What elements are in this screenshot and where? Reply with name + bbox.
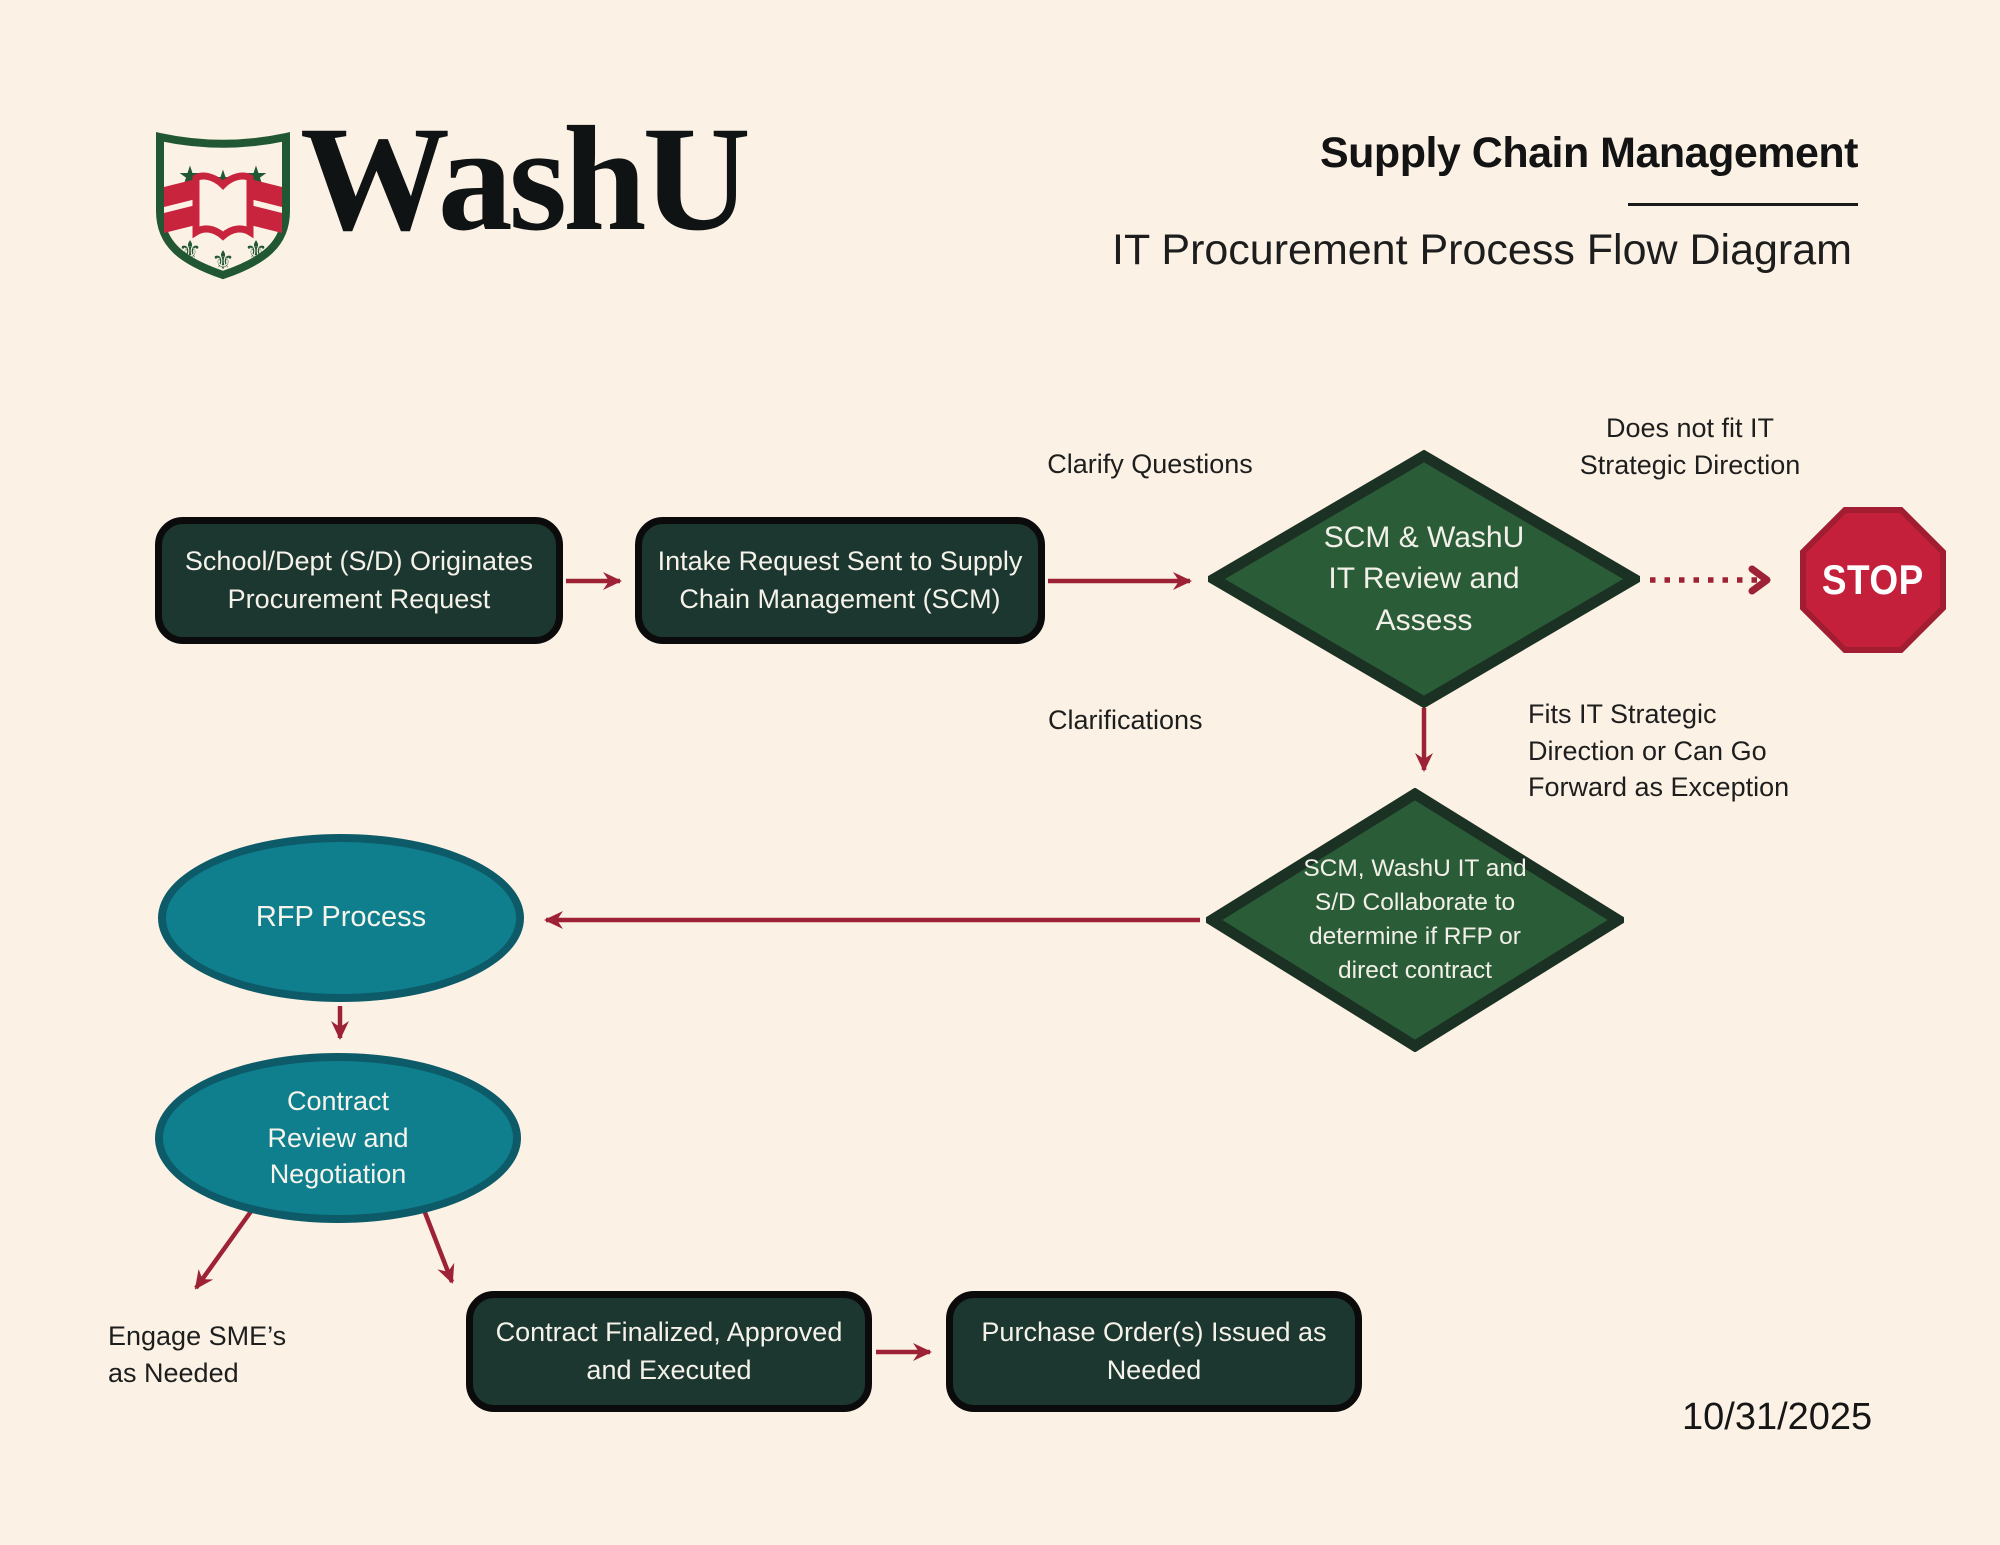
shield-book-icon: [192, 172, 254, 241]
shield-fleurs: ⚜ ⚜ ⚜: [178, 236, 267, 276]
shield-bands: [164, 179, 282, 233]
node-intake-request: Intake Request Sent to Supply Chain Mana…: [635, 517, 1045, 644]
label-does-not-fit: Does not fit IT Strategic Direction: [1579, 413, 1801, 480]
arrow-contract-review-to-sme: [194, 1208, 254, 1290]
node-contract-review-negotiation: Contract Review and Negotiation: [155, 1053, 521, 1223]
node-contract-finalized: Contract Finalized, Approved and Execute…: [466, 1291, 872, 1412]
svg-text:⚜: ⚜: [244, 236, 267, 266]
stop-label: STOP: [1822, 556, 1924, 603]
node-label: School/Dept (S/D) Originates Procurement…: [184, 545, 534, 614]
title-underline: [1628, 203, 1858, 206]
revision-date: 10/31/2025: [1682, 1396, 1873, 1438]
department-title: Supply Chain Management: [1319, 129, 1859, 177]
node-label: Contract Review and Negotiation: [267, 1086, 409, 1190]
diamond-shape: [1208, 450, 1640, 708]
node-label: Contract Finalized, Approved and Execute…: [495, 1316, 843, 1385]
node-collaborate-decision: SCM, WashU IT and S/D Collaborate to det…: [1206, 788, 1624, 1052]
label-clarify-questions: Clarify Questions: [1047, 449, 1253, 479]
title-block: Supply Chain Management: [1319, 129, 1859, 177]
washu-wordmark: WashU: [300, 96, 751, 262]
stop-sign-face: STOP: [1806, 513, 1940, 647]
node-label: Intake Request Sent to Supply Chain Mana…: [657, 545, 1023, 614]
stop-sign: STOP: [1800, 507, 1946, 653]
node-rfp-process: RFP Process: [158, 834, 524, 1002]
svg-text:⚜: ⚜: [178, 236, 201, 266]
svg-text:⚜: ⚜: [211, 246, 234, 276]
node-label: SCM, WashU IT and S/D Collaborate to det…: [1303, 855, 1527, 984]
node-review-assess-decision: SCM & WashU IT Review and Assess: [1208, 450, 1640, 708]
shield-outline: [156, 132, 290, 280]
node-originate-request: School/Dept (S/D) Originates Procurement…: [155, 517, 563, 644]
node-label: RFP Process: [255, 901, 427, 934]
arrow-contract-review-to-finalized: [421, 1209, 455, 1284]
diamond-shape: [1206, 788, 1624, 1052]
label-fits-direction: Fits IT Strategic Direction or Can Go Fo…: [1528, 699, 1790, 803]
node-label: SCM & WashU IT Review and Assess: [1323, 520, 1525, 637]
label-clarifications: Clarifications: [1048, 705, 1203, 735]
node-label: Purchase Order(s) Issued as Needed: [981, 1316, 1327, 1385]
node-purchase-order: Purchase Order(s) Issued as Needed: [946, 1291, 1362, 1412]
label-engage-sme: Engage SME’s as Needed: [108, 1321, 287, 1388]
page-title: IT Procurement Process Flow Diagram: [1112, 226, 1852, 274]
washu-shield-icon: ★★★ ⚜⚜⚜: [156, 132, 290, 280]
